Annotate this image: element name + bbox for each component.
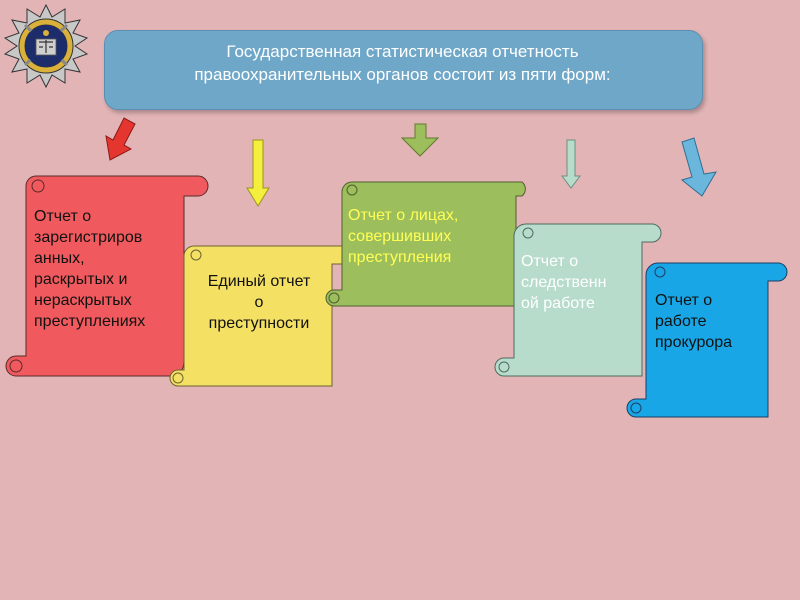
arrow-green	[400, 123, 440, 157]
scroll-mint	[494, 223, 662, 377]
form-line: работе	[655, 313, 707, 330]
form-line: преступления	[348, 249, 452, 266]
form-line: раскрытых и	[34, 271, 128, 288]
form-line: Отчет о	[34, 208, 92, 225]
arrow-red	[105, 117, 136, 161]
form-line: следственн	[521, 274, 607, 291]
form-line: нераскрытых	[34, 292, 132, 309]
form-line: ой работе	[521, 295, 595, 312]
arrow-blue	[680, 137, 717, 197]
form-line: о	[254, 294, 264, 311]
form-green-text: Отчет о лицах, совершивших преступления	[348, 205, 508, 268]
form-line: преступности	[208, 315, 310, 332]
header-line-2: правоохранительных органов состоит из пя…	[194, 65, 611, 84]
header-title: Государственная статистическая отчетност…	[104, 40, 701, 86]
form-line: Отчет о лицах,	[348, 207, 459, 224]
form-line: Отчет о	[655, 292, 713, 309]
arrow-mint	[561, 139, 581, 189]
form-line: зарегистриров	[34, 229, 143, 246]
form-line: прокурора	[655, 334, 733, 351]
form-yellow-text: Единый отчет о преступности	[191, 271, 327, 334]
form-red-text: Отчет о зарегистриров анных, раскрытых и нер…	[34, 206, 184, 332]
form-line: преступлениях	[34, 313, 146, 330]
form-line: Отчет о	[521, 253, 579, 270]
arrow-yellow	[246, 139, 270, 207]
form-mint-text: Отчет о следственн ой работе	[521, 251, 636, 314]
form-blue-text: Отчет о работе прокурора	[655, 290, 765, 353]
scroll-green	[325, 181, 526, 307]
form-line: совершивших	[348, 228, 452, 245]
police-emblem-icon	[3, 3, 89, 89]
scroll-blue	[626, 262, 788, 418]
header-line-1: Государственная статистическая отчетност…	[226, 42, 579, 61]
form-line: анных,	[34, 250, 85, 267]
form-line: Единый отчет	[207, 273, 311, 290]
header-box	[104, 30, 703, 110]
